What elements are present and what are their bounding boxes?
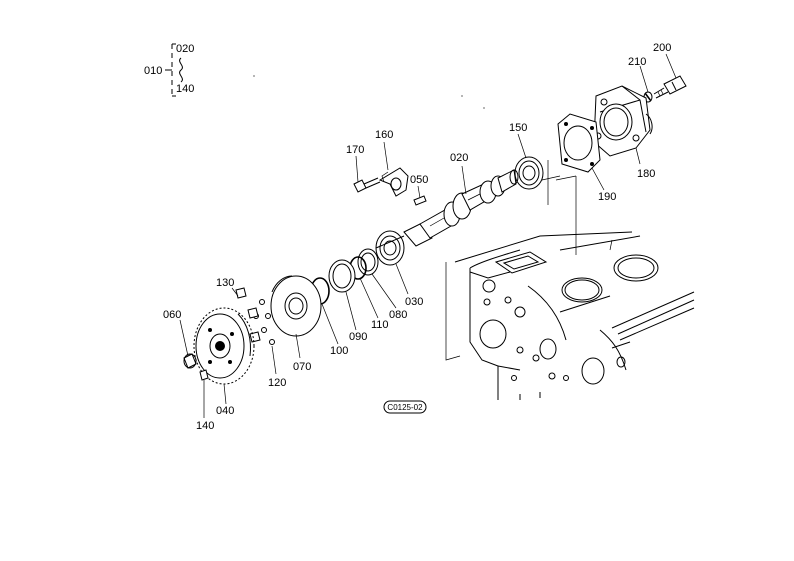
part-180-housing <box>593 85 653 157</box>
part-200-bolt <box>653 75 687 99</box>
engine-block <box>445 160 695 400</box>
part-labels: 200 210 180 190 150 160 170 050 020 030 … <box>163 42 671 432</box>
label-150: 150 <box>509 122 527 134</box>
label-160: 160 <box>375 129 393 141</box>
part-140-bolt <box>199 369 209 381</box>
label-020: 020 <box>450 152 468 164</box>
label-030: 030 <box>405 296 423 308</box>
part-170-bolt <box>353 177 381 193</box>
label-180: 180 <box>637 168 655 180</box>
part-030-bearing <box>375 230 405 266</box>
part-160-plate <box>378 167 409 197</box>
part-150-bearing <box>499 156 544 190</box>
part-080-ring <box>357 248 379 276</box>
label-190: 190 <box>598 191 616 203</box>
label-110: 110 <box>371 319 389 331</box>
part-120-pins <box>253 299 275 345</box>
part-040-gear <box>193 307 255 385</box>
label-210: 210 <box>628 56 646 68</box>
label-090: 090 <box>349 331 367 343</box>
part-050-key <box>413 195 427 206</box>
label-140: 140 <box>196 420 214 432</box>
label-010: 010 <box>144 65 162 77</box>
label-040: 040 <box>216 405 234 417</box>
label-200: 200 <box>653 42 671 54</box>
label-020-range-start: 020 <box>176 43 194 55</box>
label-100: 100 <box>330 345 348 357</box>
label-120: 120 <box>268 377 286 389</box>
label-140-range-end: 140 <box>176 83 194 95</box>
label-070: 070 <box>293 361 311 373</box>
part-020-camshaft <box>403 169 519 247</box>
leader-lines <box>179 53 677 418</box>
part-130-bolts <box>235 287 261 343</box>
label-050: 050 <box>410 174 428 186</box>
drawing-code: C0125-02 <box>387 403 423 412</box>
scan-specks <box>253 75 485 109</box>
drawing-code-badge: C0125-02 <box>383 400 427 414</box>
part-060-key <box>183 353 197 369</box>
part-070-plate <box>270 275 322 337</box>
part-090-collar <box>328 259 356 293</box>
label-130: 130 <box>216 277 234 289</box>
label-170: 170 <box>346 144 364 156</box>
label-060: 060 <box>163 309 181 321</box>
part-190-gasket <box>557 113 601 173</box>
label-080: 080 <box>389 309 407 321</box>
assembly-bracket: 010 020 140 <box>144 43 194 97</box>
